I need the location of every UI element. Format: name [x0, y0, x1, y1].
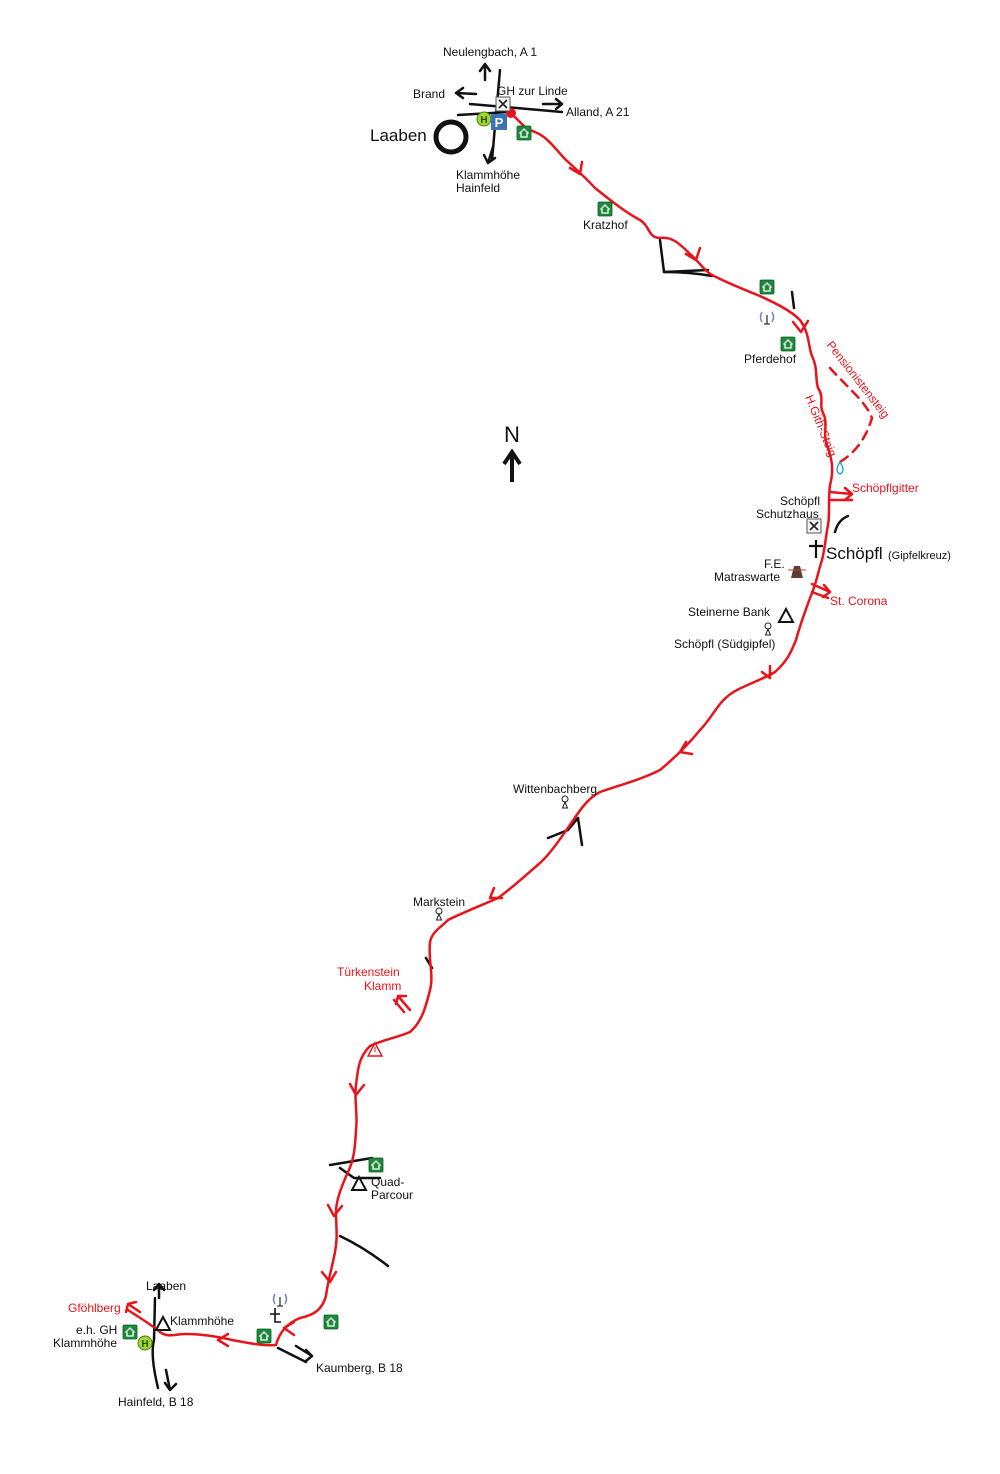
summit-icon — [777, 606, 795, 623]
summit-icon — [350, 1174, 368, 1191]
arrow-schoepflgitter — [828, 486, 854, 502]
label-laaben-town: Laaben — [370, 126, 427, 145]
antenna-icon — [272, 1293, 288, 1307]
label-quad-1: Quad- — [371, 1175, 404, 1189]
cross-icon — [809, 540, 823, 558]
arrow-klammhoehe — [482, 145, 497, 165]
label-st-corona: St. Corona — [830, 594, 888, 608]
restaurant-icon — [806, 518, 822, 534]
label-klammhoehe-peak: Klammhöhe — [170, 1314, 234, 1328]
route-arrows — [124, 160, 854, 1348]
restaurant-icon — [495, 96, 511, 112]
hut-icon — [368, 1157, 384, 1173]
pensionistensteig-trail — [828, 366, 874, 464]
label-kaumberg-b18: Kaumberg, B 18 — [316, 1361, 403, 1375]
label-hainfeld-b18: Hainfeld, B 18 — [118, 1395, 194, 1409]
hut-icon — [256, 1328, 272, 1344]
label-schutzhaus-1: Schöpfl — [780, 494, 820, 508]
hut-icon — [323, 1314, 339, 1330]
label-brand: Brand — [413, 87, 445, 101]
north-label: N — [504, 422, 520, 447]
viewpoint-icon — [435, 907, 443, 921]
viewpoint-icon — [561, 795, 569, 809]
label-matras-1: F.E. — [764, 557, 785, 571]
roads — [151, 68, 850, 1390]
label-schoepfl-peak: Schöpfl — [826, 544, 883, 563]
svg-text:H: H — [480, 115, 487, 126]
arrow-neulengbach — [478, 62, 492, 82]
hut-icon — [780, 336, 796, 352]
label-klammhoehe: Klammhöhe — [456, 168, 520, 182]
label-pferdehof: Pferdehof — [744, 352, 797, 366]
road-direction-arrows — [152, 62, 564, 1392]
label-markstein: Markstein — [413, 895, 465, 909]
label-eh-gh-1: e.h. GH — [76, 1323, 117, 1337]
arrow-gfoehlberg — [124, 1300, 142, 1314]
label-steinerne-bank: Steinerne Bank — [688, 605, 771, 619]
arrow-alland — [541, 97, 564, 111]
arrow-laaben-sw — [152, 1282, 166, 1300]
bus-stop-icon: H — [137, 1335, 153, 1351]
warning-icon — [366, 1041, 384, 1057]
label-gh-linde: GH zur Linde — [497, 84, 568, 98]
viewpoint-icon — [764, 622, 772, 636]
label-schutzhaus-2: Schutzhaus — [756, 507, 819, 521]
spring-icon — [836, 460, 844, 475]
label-gipfelkreuz: (Gipfelkreuz) — [888, 550, 951, 562]
svg-text:P: P — [495, 115, 504, 130]
arrow-st-corona — [810, 582, 832, 599]
label-hainfeld: Hainfeld — [456, 181, 500, 195]
label-kratzhof: Kratzhof — [583, 218, 628, 232]
hut-icon — [597, 201, 613, 217]
label-pensionistensteig: Pensionistensteig — [824, 338, 893, 421]
label-tuerkenstein-2: Klamm — [364, 979, 401, 993]
parking-icon: P — [491, 114, 507, 130]
arrow-brand — [454, 86, 478, 100]
arrow-kaumberg — [294, 1344, 314, 1363]
label-matras-2: Matraswarte — [714, 570, 780, 584]
summit-icon — [154, 1314, 172, 1331]
place-labels: Neulengbach, A 1 Brand GH zur Linde Alla… — [53, 45, 951, 1409]
label-suedgipfel: Schöpfl (Südgipfel) — [674, 637, 775, 651]
hiking-route — [126, 112, 834, 1347]
label-laaben-sw: Laaben — [146, 1279, 186, 1293]
label-gfoehlberg: Gföhlberg — [68, 1301, 121, 1315]
label-schoepflgitter: Schöpflgitter — [852, 481, 919, 495]
label-tuerkenstein-1: Türkenstein — [337, 965, 400, 979]
hut-icon — [516, 125, 532, 141]
label-wittenbachberg: Wittenbachberg — [513, 782, 597, 796]
arrow-hainfeld-b18 — [163, 1368, 178, 1392]
label-neulengbach: Neulengbach, A 1 — [443, 45, 537, 59]
label-eh-gh-2: Klammhöhe — [53, 1336, 117, 1350]
north-arrow-icon: N — [502, 422, 522, 482]
label-quad-2: Parcour — [371, 1188, 413, 1202]
antenna-icon — [759, 311, 775, 325]
hut-icon — [759, 279, 775, 295]
town-circle-icon — [433, 119, 469, 155]
hut-icon — [122, 1324, 138, 1340]
label-alland: Alland, A 21 — [566, 105, 630, 119]
bus-stop-icon: H — [476, 111, 492, 127]
cross-icon — [270, 1308, 281, 1323]
svg-text:H: H — [141, 1339, 148, 1350]
tower-icon — [788, 566, 806, 578]
